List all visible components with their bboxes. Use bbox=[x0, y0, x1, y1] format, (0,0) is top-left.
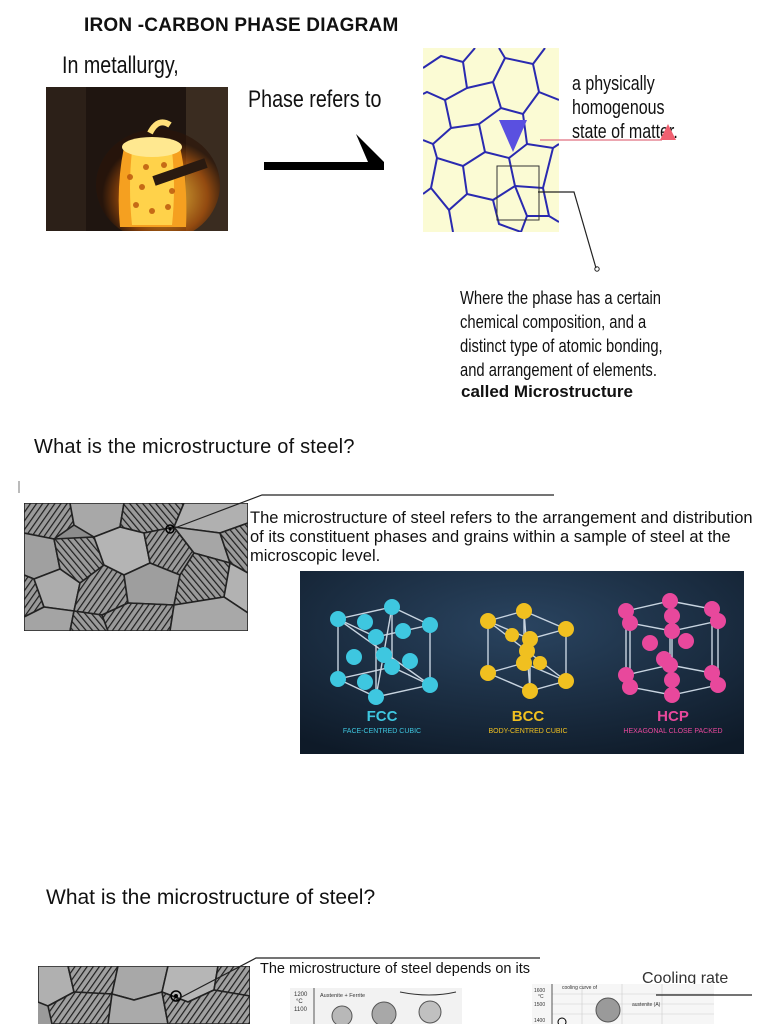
section2-description: The microstructure of steel depends on i… bbox=[260, 961, 530, 977]
chart1-region-label: Austenite + Ferrite bbox=[320, 993, 365, 999]
chart1-tick: 1100 bbox=[294, 1007, 308, 1013]
fcc-label: FCC bbox=[367, 708, 398, 725]
phase-refers-label: Phase refers to bbox=[248, 86, 382, 113]
intro-text: In metallurgy, bbox=[62, 52, 179, 79]
composition-line: chemical composition, and a bbox=[460, 312, 647, 332]
grain-structure-image bbox=[422, 47, 560, 233]
composition-text: Where the phase has a certain chemical c… bbox=[460, 286, 663, 382]
composition-line: and arrangement of elements. bbox=[460, 360, 657, 380]
molten-metal-photo bbox=[46, 87, 228, 241]
chart2-tick: 1400 bbox=[534, 1018, 545, 1024]
fcc-full-label: FACE-CENTRED CUBIC bbox=[343, 728, 421, 735]
crystal-structures-image: FCC FACE-CENTRED CUBIC BCC BODY-CENTRED … bbox=[300, 571, 744, 754]
section1-question: What is the microstructure of steel? bbox=[34, 436, 355, 458]
section2-question: What is the microstructure of steel? bbox=[46, 886, 376, 909]
chart2-title: cooling curve of bbox=[562, 985, 598, 991]
bcc-label: BCC bbox=[512, 708, 545, 725]
chart1-tick: 1200 bbox=[294, 992, 308, 998]
arrow-right-icon bbox=[264, 134, 384, 170]
composition-line: Where the phase has a certain bbox=[460, 288, 662, 308]
chart1-tick: °C bbox=[296, 999, 303, 1005]
chart2-region-label: austenite (A) bbox=[632, 1002, 661, 1008]
composition-line: distinct type of atomic bonding, bbox=[460, 336, 663, 356]
callout-dot bbox=[594, 266, 600, 272]
bcc-full-label: BODY-CENTRED CUBIC bbox=[488, 728, 567, 735]
section1-description: The microstructure of steel refers to th… bbox=[250, 509, 753, 565]
hcp-label: HCP bbox=[657, 708, 689, 725]
page-title: IRON -CARBON PHASE DIAGRAM bbox=[84, 15, 399, 36]
phase-definition: a physically homogenous state of matter. bbox=[572, 72, 729, 144]
chart2-tick: °C bbox=[538, 994, 544, 1000]
phase-chart-thumbnail: 1200 °C 1100 Austenite + Ferrite bbox=[290, 988, 462, 1027]
steel-micrograph-2 bbox=[37, 965, 251, 1025]
cooling-curve-thumbnail: cooling curve of 1600 °C 1500 1400 auste… bbox=[532, 984, 714, 1027]
hcp-full-label: HEXAGONAL CLOSE PACKED bbox=[623, 728, 722, 735]
definition-line: state of matter. bbox=[572, 121, 678, 143]
called-microstructure: called Microstructure bbox=[461, 382, 633, 401]
chart2-tick: 1500 bbox=[534, 1002, 545, 1008]
steel-micrograph bbox=[23, 502, 249, 632]
divider bbox=[18, 481, 20, 493]
definition-line: a physically homogenous bbox=[572, 73, 665, 119]
cooling-rate-label: Cooling rate bbox=[642, 970, 729, 987]
